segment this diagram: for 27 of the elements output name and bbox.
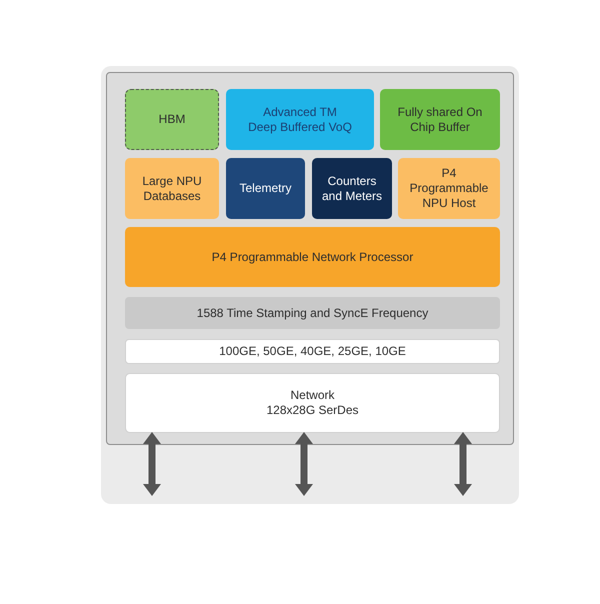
block-title: 100GE, 50GE, 40GE, 25GE, 10GE <box>219 344 406 359</box>
traffic-manager-block <box>226 89 374 150</box>
block-title: Advanced TM <box>263 104 337 120</box>
block-title: Telemetry <box>239 181 292 196</box>
block-title: Fully shared On Chip Buffer <box>396 104 484 134</box>
double-arrow <box>454 432 472 496</box>
block-title: Counters and Meters <box>320 174 384 204</box>
block-title: Large NPU Databases <box>141 174 203 204</box>
double-arrow <box>295 432 313 496</box>
network-processor-block <box>125 227 500 287</box>
block-title: P4 Programmable Network Processor <box>212 250 414 264</box>
counters-block <box>312 158 392 219</box>
port-speeds-block <box>125 339 500 364</box>
block-title: 1588 Time Stamping and SyncE Frequency <box>196 306 428 320</box>
buffer-block <box>380 89 500 150</box>
block-title: Network <box>290 388 334 403</box>
block-subtitle: Deep Buffered VoQ <box>248 120 352 134</box>
serdes-block <box>125 373 500 433</box>
memory-block <box>125 89 219 150</box>
chip-outline <box>106 72 514 445</box>
block-subtitle: 128x28G SerDes <box>266 403 359 418</box>
database-block <box>125 158 219 219</box>
double-arrow <box>143 432 161 496</box>
telemetry-block <box>226 158 305 219</box>
block-title: P4 Programmable NPU Host <box>408 166 490 211</box>
block-title: HBM <box>158 112 186 127</box>
npu-host-block <box>398 158 500 219</box>
